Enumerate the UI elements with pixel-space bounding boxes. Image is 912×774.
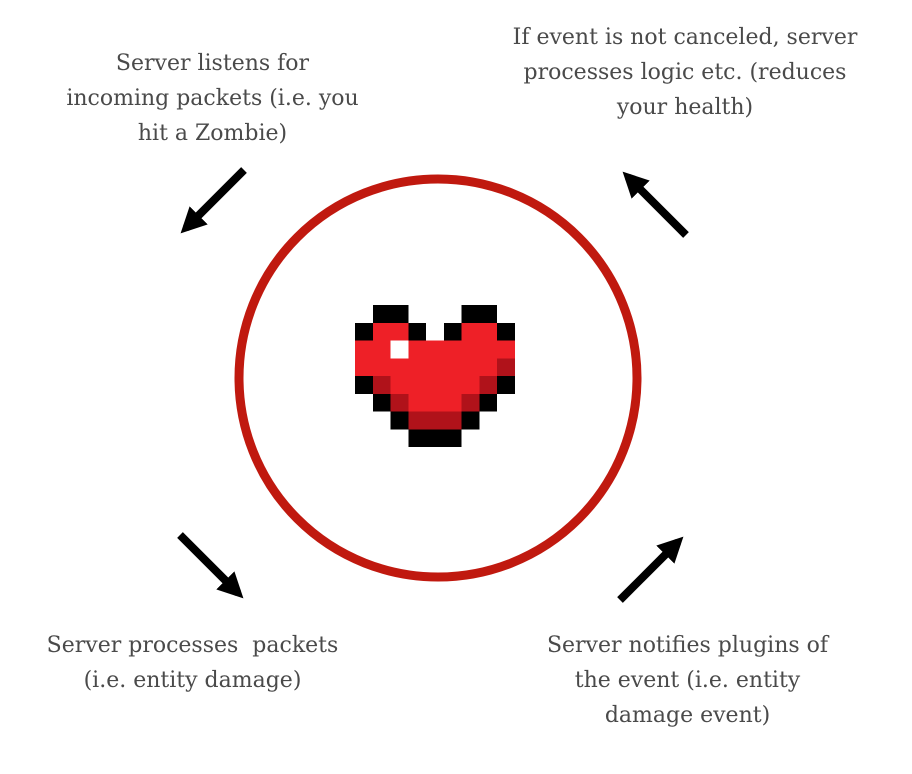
arrow-down-left-icon [180, 167, 247, 234]
caption-line: (i.e. entity damage) [83, 668, 302, 694]
caption-line: hit a Zombie) [137, 121, 288, 147]
cycle-ring [234, 174, 642, 582]
caption-line: Server notifies plugins of [546, 633, 829, 658]
arrow-up-left-icon [622, 171, 689, 238]
caption-line: the event (i.e. entity [574, 668, 801, 694]
pixel-heart-icon [337, 305, 533, 469]
caption-line: Server listens for [115, 51, 310, 76]
caption-line: damage event) [604, 703, 771, 729]
arrow-down-right-icon [177, 532, 244, 599]
step-logic-caption: If event is not canceled, server process… [485, 20, 885, 126]
caption-line: processes logic etc. (reduces [523, 60, 847, 86]
step-listen-caption: Server listens for incoming packets (i.e… [40, 46, 385, 152]
step-process-packets-caption: Server processes packets (i.e. entity da… [20, 628, 365, 698]
caption-line: your health) [616, 95, 754, 121]
caption-line: Server processes packets [46, 633, 339, 658]
caption-line: incoming packets (i.e. you [66, 86, 359, 112]
caption-line: If event is not canceled, server [512, 25, 858, 50]
arrow-up-right-icon [617, 536, 684, 603]
step-notify-caption: Server notifies plugins of the event (i.… [510, 628, 865, 734]
